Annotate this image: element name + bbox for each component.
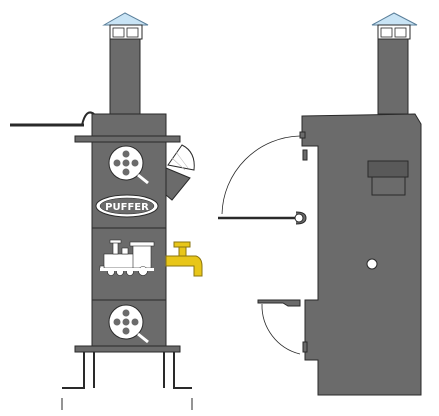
locomotive-emblem [99, 239, 155, 276]
poker-rod [10, 111, 95, 127]
side-view [218, 12, 422, 396]
side-lower-bracket [257, 299, 301, 307]
feed-chute [165, 144, 195, 201]
front-legs [62, 352, 192, 389]
side-chimney-pipe [377, 38, 409, 115]
ground-marks [61, 398, 193, 410]
front-chimney-cap [102, 12, 149, 40]
front-chimney-pipe [109, 38, 141, 115]
side-box [367, 160, 409, 196]
reel-emblem-top [108, 145, 149, 185]
front-view: PUFFER [10, 12, 203, 410]
front-upper-flange [74, 135, 181, 143]
door-swing-arc-upper [221, 135, 301, 215]
front-top-section [91, 113, 167, 137]
side-main-body [301, 113, 422, 396]
side-poker-rod [218, 211, 307, 225]
vent-hole [366, 258, 378, 270]
tap-icon [165, 241, 203, 277]
side-chimney-cap [371, 12, 418, 40]
puffer-badge: PUFFER [95, 194, 159, 218]
front-lower-flange [74, 345, 181, 353]
side-hinges [299, 131, 308, 353]
reel-emblem-bottom [108, 304, 149, 344]
puffer-badge-text: PUFFER [105, 202, 149, 213]
door-swing-arc-lower [261, 303, 301, 355]
